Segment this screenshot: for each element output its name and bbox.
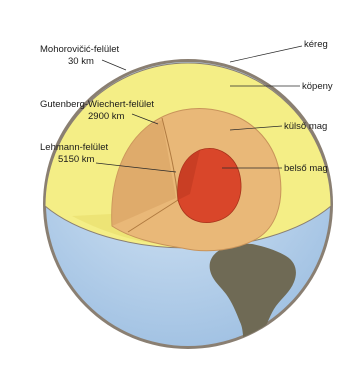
gutenberg-name-label: Gutenberg-Wiechert-felület (40, 99, 154, 110)
crust-leader (229, 45, 303, 63)
moho-depth-label: 30 km (68, 56, 94, 67)
moho-name-label: Mohorovičić-felület (40, 44, 120, 55)
moho-leader (101, 59, 127, 71)
lehmann-leader (95, 162, 177, 173)
lehmann-name-label: Lehmann-felület (40, 142, 108, 153)
crust-label: kéreg (304, 39, 328, 50)
lehmann-depth-label: 5150 km (58, 154, 95, 165)
inner-core-label: belső mag (284, 163, 328, 174)
south-america-landmass (209, 243, 296, 346)
outer-core-leader (229, 125, 283, 131)
outer-core-label: külső mag (284, 121, 327, 132)
outer-core-cut-face (111, 120, 176, 226)
mantle-label: köpeny (302, 81, 333, 92)
inner-core-cut-face (177, 150, 200, 200)
gutenberg-leader (131, 113, 159, 125)
gutenberg-depth-label: 2900 km (88, 111, 125, 122)
cutaway-edge-left (127, 199, 179, 233)
